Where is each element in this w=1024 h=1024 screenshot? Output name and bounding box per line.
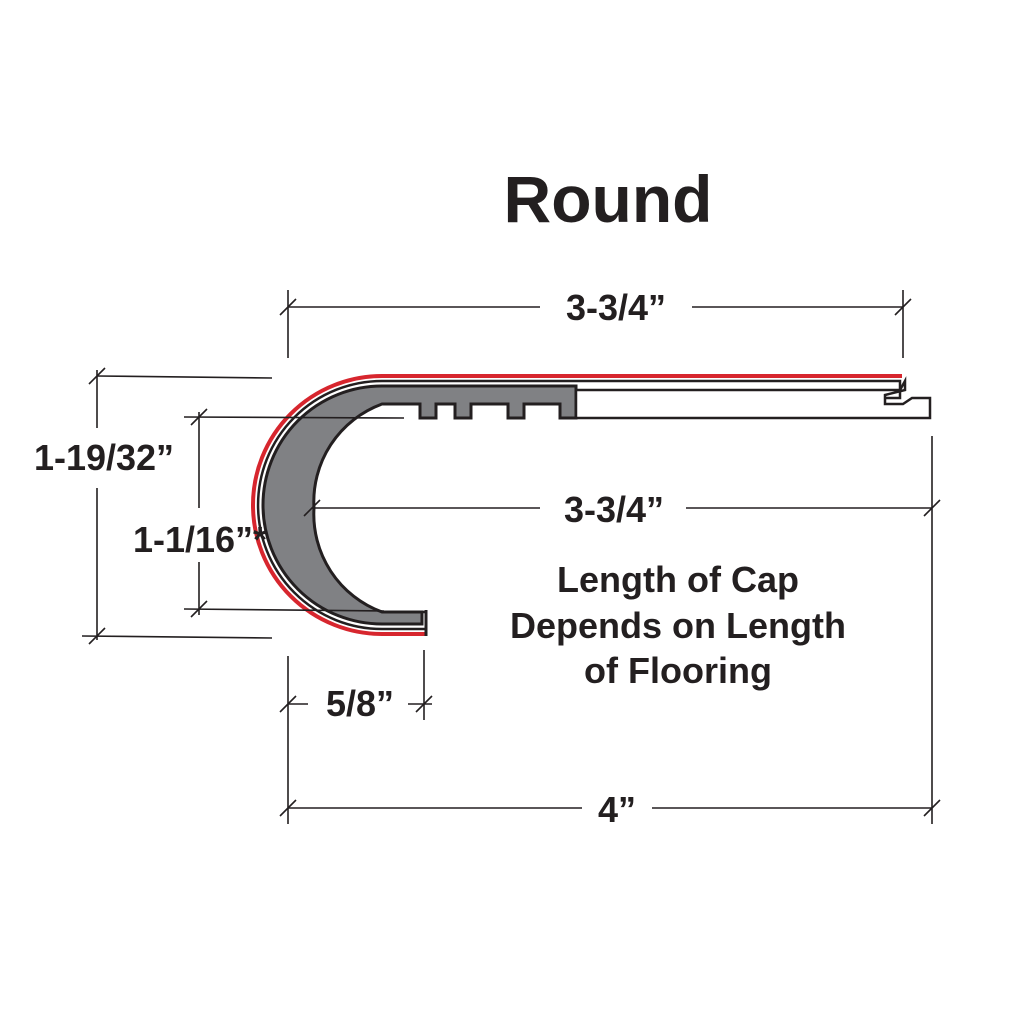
flooring-tongue-section bbox=[574, 376, 932, 420]
note-line-3: of Flooring bbox=[584, 650, 772, 691]
lip-width-label: 5/8” bbox=[326, 683, 394, 724]
note-line-1: Length of Cap bbox=[557, 559, 799, 600]
gray-cap-body bbox=[261, 384, 578, 626]
cap-length-note: Length of Cap Depends on Length of Floor… bbox=[510, 559, 846, 691]
overall-height-label: 1-19/32” bbox=[34, 437, 174, 478]
overall-width-label: 4” bbox=[598, 789, 636, 830]
dimension-overall-height: 1-19/32” bbox=[34, 367, 273, 645]
stair-nose-profile bbox=[251, 374, 932, 636]
dimension-lip-width: 5/8” bbox=[279, 650, 433, 824]
inner-width-label: 3-3/4” bbox=[564, 489, 664, 530]
dimension-inner-width: 3-3/4” bbox=[303, 489, 941, 530]
diagram-title: Round bbox=[504, 162, 713, 236]
dimension-inner-height: 1-1/16”* bbox=[133, 408, 405, 618]
dimension-top-width: 3-3/4” bbox=[279, 287, 912, 358]
top-width-label: 3-3/4” bbox=[566, 287, 666, 328]
note-line-2: Depends on Length bbox=[510, 605, 846, 646]
red-edge-accent bbox=[251, 374, 902, 636]
dimension-overall-width: 4” bbox=[279, 436, 941, 830]
inner-height-label: 1-1/16”* bbox=[133, 519, 267, 560]
